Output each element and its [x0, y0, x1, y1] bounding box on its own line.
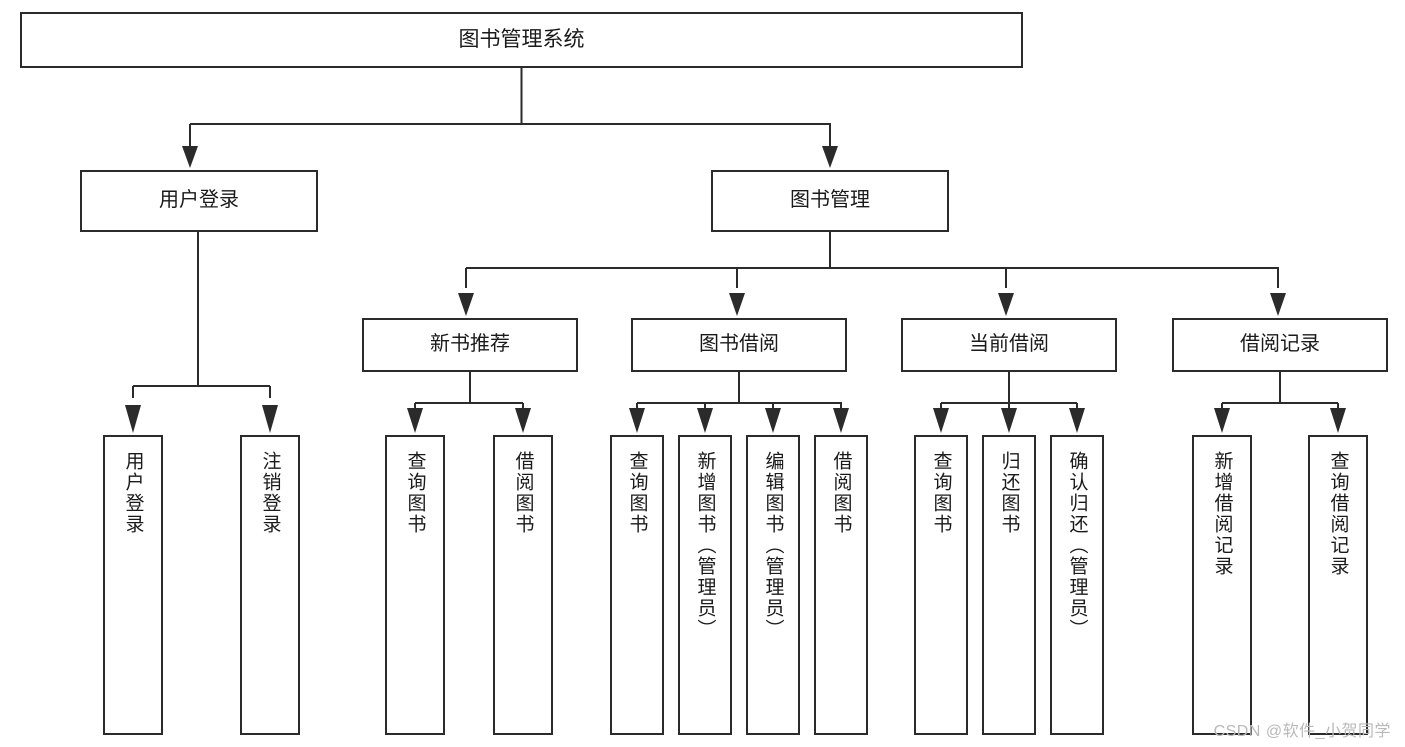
arrow-head-leaf-query-book-b — [629, 408, 645, 433]
node-root-label: 图书管理系统 — [458, 27, 585, 51]
arrow-head-book-borrow — [729, 293, 745, 316]
arrow-head-leaf-logout — [262, 405, 278, 433]
node-leaf-add-record-label: 新增借阅记录 — [1211, 451, 1233, 577]
node-borrow-record[interactable]: 借阅记录 — [1172, 318, 1388, 372]
node-leaf-return-book[interactable]: 归还图书 — [982, 435, 1036, 735]
node-leaf-query-record[interactable]: 查询借阅记录 — [1308, 435, 1368, 735]
node-new-book-rec[interactable]: 新书推荐 — [362, 318, 578, 372]
node-leaf-borrow-book-b[interactable]: 借阅图书 — [814, 435, 868, 735]
arrow-head-leaf-return-book — [1001, 408, 1017, 433]
node-leaf-edit-book-label: 编辑图书（管理员） — [762, 451, 784, 640]
arrow-head-leaf-edit-book — [765, 408, 781, 433]
node-user-login-label: 用户登录 — [159, 189, 239, 212]
node-leaf-confirm-return-label: 确认归还（管理员） — [1066, 451, 1088, 640]
node-new-book-rec-label: 新书推荐 — [430, 333, 510, 356]
node-borrow-record-label: 借阅记录 — [1240, 333, 1320, 356]
arrow-head-leaf-add-record — [1214, 408, 1230, 433]
node-leaf-user-login[interactable]: 用户登录 — [103, 435, 163, 735]
node-leaf-logout[interactable]: 注销登录 — [240, 435, 300, 735]
node-leaf-query-book-a[interactable]: 查询图书 — [385, 435, 445, 735]
node-leaf-confirm-return[interactable]: 确认归还（管理员） — [1050, 435, 1104, 735]
node-current-borrow[interactable]: 当前借阅 — [901, 318, 1117, 372]
node-leaf-borrow-book-b-label: 借阅图书 — [830, 451, 852, 535]
arrow-head-book-manage — [822, 146, 838, 168]
node-leaf-edit-book[interactable]: 编辑图书（管理员） — [746, 435, 800, 735]
arrow-head-leaf-query-book-c — [933, 408, 949, 433]
arrow-head-leaf-add-book — [697, 408, 713, 433]
node-leaf-query-book-c[interactable]: 查询图书 — [914, 435, 968, 735]
node-leaf-add-record[interactable]: 新增借阅记录 — [1192, 435, 1252, 735]
node-leaf-logout-label: 注销登录 — [259, 451, 281, 535]
node-leaf-query-record-label: 查询借阅记录 — [1327, 451, 1349, 577]
node-leaf-add-book-label: 新增图书（管理员） — [694, 451, 716, 640]
node-leaf-query-book-c-label: 查询图书 — [930, 451, 952, 535]
node-book-borrow[interactable]: 图书借阅 — [631, 318, 847, 372]
arrow-head-user-login — [182, 146, 198, 168]
node-leaf-borrow-book-a-label: 借阅图书 — [512, 451, 534, 535]
node-leaf-borrow-book-a[interactable]: 借阅图书 — [493, 435, 553, 735]
arrow-head-leaf-user-login — [125, 405, 141, 433]
node-leaf-query-book-b[interactable]: 查询图书 — [610, 435, 664, 735]
node-current-borrow-label: 当前借阅 — [969, 333, 1049, 356]
arrow-head-leaf-query-book-a — [407, 408, 423, 433]
node-leaf-query-book-b-label: 查询图书 — [626, 451, 648, 535]
node-user-login[interactable]: 用户登录 — [80, 170, 318, 232]
node-book-manage[interactable]: 图书管理 — [711, 170, 949, 232]
arrow-head-borrow-record — [1270, 293, 1286, 316]
node-book-manage-label: 图书管理 — [790, 189, 870, 212]
node-leaf-return-book-label: 归还图书 — [998, 451, 1020, 535]
node-book-borrow-label: 图书借阅 — [699, 333, 779, 356]
csdn-watermark: CSDN @软件_小贺同学 — [1213, 723, 1391, 740]
arrow-head-leaf-confirm-return — [1069, 408, 1085, 433]
node-leaf-query-book-a-label: 查询图书 — [404, 451, 426, 535]
arrow-head-leaf-borrow-book-b — [833, 408, 849, 433]
arrow-head-leaf-query-record — [1330, 408, 1346, 433]
node-leaf-add-book[interactable]: 新增图书（管理员） — [678, 435, 732, 735]
arrow-head-current-borrow — [998, 293, 1014, 316]
node-leaf-user-login-label: 用户登录 — [122, 451, 144, 535]
arrow-head-leaf-borrow-book-a — [515, 408, 531, 433]
arrow-head-new-book-rec — [458, 293, 474, 316]
node-root[interactable]: 图书管理系统 — [20, 12, 1023, 68]
